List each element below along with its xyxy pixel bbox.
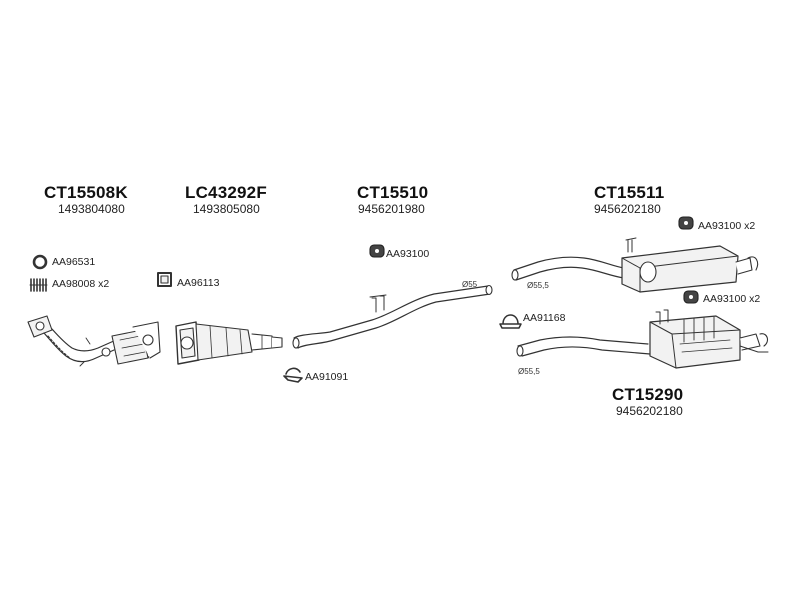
accessory-label-aa98008[interactable]: AA98008 x2 xyxy=(52,278,110,290)
part-code-ct15290[interactable]: CT15290 xyxy=(612,385,684,404)
u-clamp-icon[interactable] xyxy=(499,314,522,329)
part-code-ct15511[interactable]: CT15511 xyxy=(594,183,665,202)
diameter-label-rear-top: Ø55,5 xyxy=(527,281,549,290)
rubber-mount-icon-mid[interactable] xyxy=(369,244,385,258)
accessory-label-aa91168[interactable]: AA91168 xyxy=(523,312,566,324)
square-gasket-icon[interactable] xyxy=(157,272,172,287)
accessory-label-aa93100-mid[interactable]: AA93100 xyxy=(386,248,430,260)
diameter-label-rear-low: Ø55,5 xyxy=(518,367,540,376)
oe-number-lc43292f: 1493805080 xyxy=(193,202,260,216)
oe-number-ct15508k: 1493804080 xyxy=(58,202,125,216)
rubber-mount-icon-low[interactable] xyxy=(683,290,699,304)
oe-number-ct15510: 9456201980 xyxy=(358,202,425,216)
front-pipe-ct15508k[interactable] xyxy=(27,315,161,367)
accessory-label-aa91091[interactable]: AA91091 xyxy=(305,371,349,383)
part-code-lc43292f[interactable]: LC43292F xyxy=(185,183,267,202)
spring-bolt-icon[interactable] xyxy=(29,278,48,292)
intermediate-pipe-ct15510[interactable] xyxy=(292,284,493,349)
accessory-label-aa93100-low[interactable]: AA93100 x2 xyxy=(703,293,761,305)
accessory-label-aa96113[interactable]: AA96113 xyxy=(177,277,220,289)
part-code-ct15510[interactable]: CT15510 xyxy=(357,183,429,202)
rear-silencer-ct15511[interactable] xyxy=(511,237,759,293)
rear-silencer-ct15290[interactable] xyxy=(516,309,769,369)
accessory-label-aa93100-top[interactable]: AA93100 x2 xyxy=(698,220,756,232)
ring-gasket-icon[interactable] xyxy=(32,254,48,270)
catalytic-converter-lc43292f[interactable] xyxy=(175,321,283,365)
oe-number-ct15511: 9456202180 xyxy=(594,202,661,216)
part-code-ct15508k[interactable]: CT15508K xyxy=(44,183,128,202)
diameter-label-mid-pipe: Ø55 xyxy=(462,280,478,289)
pipe-clamp-icon[interactable] xyxy=(283,367,303,383)
rubber-mount-icon-top[interactable] xyxy=(678,216,694,230)
accessory-label-aa96531[interactable]: AA96531 xyxy=(52,256,96,268)
oe-number-ct15290: 9456202180 xyxy=(616,404,683,418)
